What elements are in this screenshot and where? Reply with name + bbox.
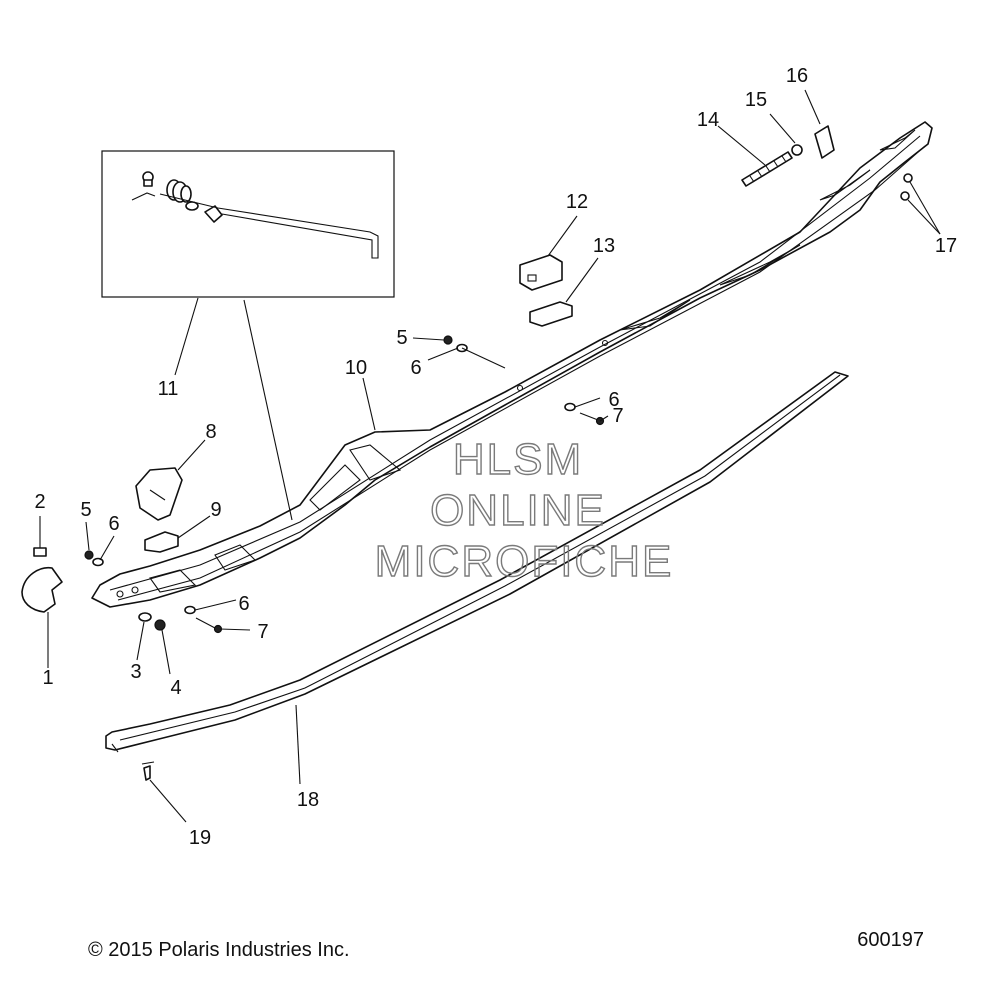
callout-10: 10 <box>345 357 367 379</box>
callout-labels: 1 2 3 4 5 5 6 6 6 6 7 7 8 9 10 11 12 13 … <box>34 65 957 849</box>
watermark-line-3: MICROFICHE <box>375 537 674 586</box>
part-19-screw <box>143 765 151 781</box>
callout-18: 18 <box>297 789 319 811</box>
part-14-rod <box>741 151 793 187</box>
leader-lines <box>39 89 941 823</box>
callout-7a: 7 <box>612 405 623 427</box>
watermark: HLSM ONLINE MICROFICHE <box>374 434 674 586</box>
callout-15: 15 <box>745 89 767 111</box>
copyright-text: © 2015 Polaris Industries Inc. <box>88 939 350 961</box>
callout-12: 12 <box>566 191 588 213</box>
callout-8: 8 <box>205 421 216 443</box>
callout-6b: 6 <box>410 357 421 379</box>
part-12-block <box>519 254 563 291</box>
part-15-nut <box>791 144 803 156</box>
callout-16: 16 <box>786 65 808 87</box>
callout-6c: 6 <box>608 389 619 411</box>
callout-7b: 7 <box>257 621 268 643</box>
watermark-line-2: ONLINE <box>430 486 606 535</box>
part-13-slider <box>529 301 573 327</box>
callout-17: 17 <box>935 235 957 257</box>
part-16-plate <box>814 125 835 159</box>
callout-3: 3 <box>130 661 141 683</box>
part-2-bolt <box>33 547 47 557</box>
callout-1: 1 <box>42 667 53 689</box>
watermark-line-1: HLSM <box>453 435 583 484</box>
part-8-bracket <box>135 467 183 521</box>
hardware-parts <box>21 125 913 781</box>
inset-box-item-11 <box>101 150 395 298</box>
callout-2: 2 <box>34 491 45 513</box>
callout-6d: 6 <box>238 593 249 615</box>
callout-14: 14 <box>697 109 719 131</box>
part-9-block <box>144 531 179 553</box>
rail-frame <box>91 121 933 608</box>
part-1-front-cap <box>21 566 63 613</box>
part-3-washer <box>138 612 152 622</box>
callout-9: 9 <box>210 499 221 521</box>
callout-5b: 5 <box>396 327 407 349</box>
slide-wear-strip <box>105 371 849 753</box>
diagram-number: 600197 <box>857 929 924 951</box>
callout-19: 19 <box>189 827 211 849</box>
callout-13: 13 <box>593 235 615 257</box>
callout-11: 11 <box>158 378 179 400</box>
callout-4: 4 <box>170 677 181 699</box>
part-4-nut <box>154 619 166 631</box>
callout-5a: 5 <box>80 499 91 521</box>
callout-6a: 6 <box>108 513 119 535</box>
